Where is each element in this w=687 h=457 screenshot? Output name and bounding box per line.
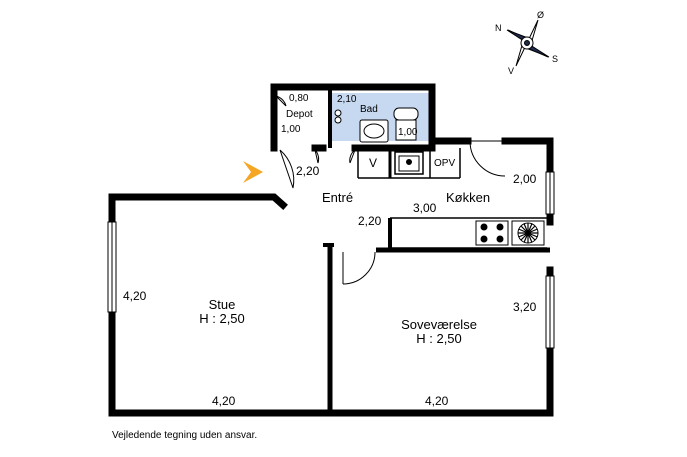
kokken-dim-top: 3,00 xyxy=(413,201,437,215)
entre-label: Entré xyxy=(322,190,354,205)
sovevaerelse-dim-bottom: 4,20 xyxy=(425,394,449,408)
sovevaerelse-height: H : 2,50 xyxy=(416,331,462,346)
compass-east-label: Ø xyxy=(537,10,545,20)
bad-label: Bad xyxy=(360,104,378,115)
bath-fixtures xyxy=(334,107,419,143)
bad-dim-top: 2,10 xyxy=(337,94,357,105)
entre-dim-top: 2,20 xyxy=(296,164,320,178)
entre-dim-side: 2,20 xyxy=(358,214,382,228)
compass-rose xyxy=(506,19,550,67)
inner-walls xyxy=(323,87,550,413)
stove xyxy=(475,220,509,246)
depot-dim-top: 0,80 xyxy=(289,93,309,104)
kokken-dim-side: 2,00 xyxy=(513,172,537,186)
compass-south-label: S xyxy=(552,54,559,64)
sovevaerelse-label: Soveværelse xyxy=(401,317,477,332)
windows xyxy=(107,171,555,349)
bad-dim-side: 1,00 xyxy=(398,127,418,138)
kitchen-sink xyxy=(394,151,424,175)
stue-dim-bottom: 4,20 xyxy=(212,394,236,408)
entrance-arrow xyxy=(243,161,263,183)
kokken-dishwasher-label: OPV xyxy=(434,158,456,169)
compass-north-label: N xyxy=(495,23,502,33)
kokken-label: Køkken xyxy=(446,190,491,205)
disclaimer-text: Vejledende tegning uden ansvar. xyxy=(112,430,258,441)
fan xyxy=(511,220,545,246)
doors xyxy=(275,95,506,285)
stue-label: Stue xyxy=(208,297,236,312)
stue-dim-side: 4,20 xyxy=(123,289,147,303)
stue-height: H : 2,50 xyxy=(199,311,245,326)
sovevaerelse-dim-side: 3,20 xyxy=(513,300,537,314)
compass-west-label: V xyxy=(508,66,515,76)
depot-dim-side: 1,00 xyxy=(281,124,301,135)
kokken-cupboard-label: V xyxy=(369,156,378,170)
depot-label: Depot xyxy=(286,109,313,120)
